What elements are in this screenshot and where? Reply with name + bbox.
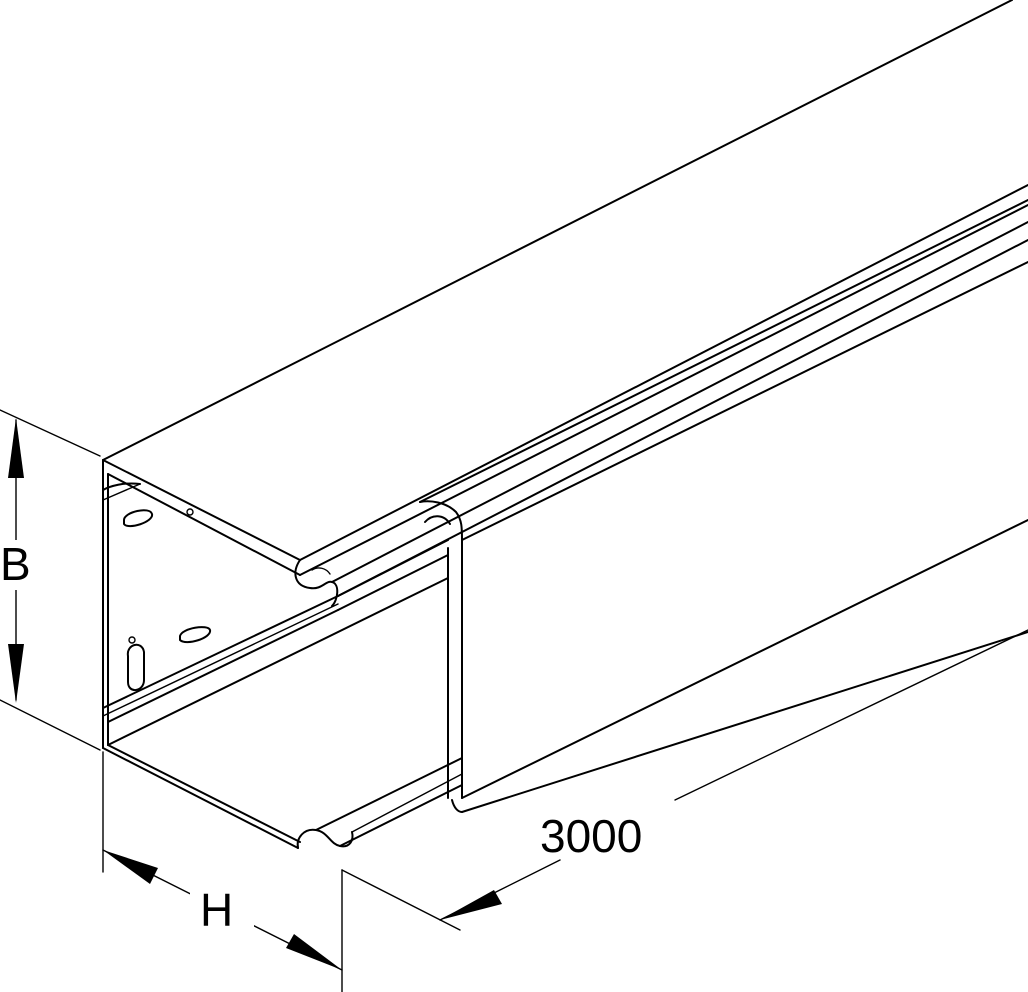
duct-side-wall [447, 261, 1028, 813]
dimension-h-arrow-right [286, 934, 342, 970]
dimension-b-arrow-top [8, 418, 24, 478]
dimension-length: 3000 [341, 629, 1028, 931]
dimension-b-arrow-bottom [8, 644, 24, 703]
dimension-b-label: B [0, 538, 31, 590]
dimension-length-label: 3000 [540, 810, 642, 862]
dimension-length-arrow [440, 890, 502, 920]
duct-upper-lip [294, 199, 1028, 607]
dimension-h-label: H [200, 884, 233, 936]
dimension-h-arrow-left [103, 850, 158, 884]
dimension-h: H [102, 751, 343, 992]
duct-top-surface [102, 0, 1028, 576]
dimension-b: B [0, 409, 101, 751]
duct-cross-section [102, 459, 463, 849]
